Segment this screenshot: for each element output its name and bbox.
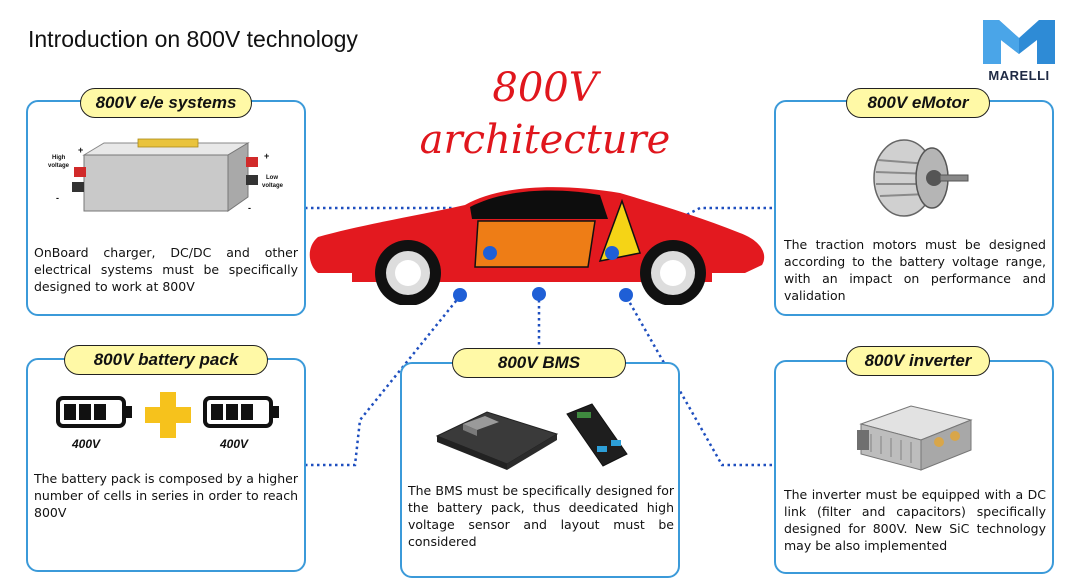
battery-left-icon [56,396,132,428]
box-bms: The BMS must be specifically designed fo… [400,362,680,578]
inverter-title: 800V inverter [846,346,990,376]
bms-description: The BMS must be specifically designed fo… [408,483,674,549]
minus-sign-left: - [56,193,59,203]
marelli-logo: MARELLI [975,14,1063,84]
bms-board-large-icon [435,411,559,470]
battery-pack-icon: 400V 400V [56,392,279,451]
minus-sign-right: - [248,203,251,213]
marelli-logo-text: MARELLI [988,68,1050,83]
point-battery [453,288,467,302]
battery-left-label: 400V [71,437,101,451]
car-windshield [470,190,608,219]
marelli-logo-mark-icon [983,20,1055,64]
emotor-description: The traction motors must be designed acc… [784,237,1046,303]
box-ee-systems: High voltage Low voltage + + - - OnBoard… [26,100,306,316]
high-voltage-label-1: High [52,155,66,161]
high-voltage-label-2: voltage [48,163,70,169]
bms-title: 800V BMS [452,348,626,378]
electrical-box-icon: High voltage Low voltage + + - - [48,138,284,213]
low-voltage-label-1: Low [266,175,278,181]
car-cabin [474,220,596,268]
car-front-wheel [375,240,441,305]
plus-sign-right: + [264,151,269,161]
architecture-line-1: 800V [492,65,598,111]
point-inverter [619,288,633,302]
battery-right-label: 400V [219,437,249,451]
battery-pack-title: 800V battery pack [64,345,268,375]
battery-pack-description: The battery pack is composed by a higher… [34,471,298,520]
emotor-icon [873,139,969,217]
ee-systems-title: 800V e/e systems [80,88,252,118]
car-floor [352,272,712,282]
car-engine-bay [598,198,641,262]
car-rear-wheel [640,240,706,305]
car-illustration [309,187,765,305]
plus-icon [145,392,191,438]
box-inverter: The inverter must be equipped with a DC … [774,360,1054,574]
page-title: Introduction on 800V technology [28,26,358,52]
plus-sign-left: + [78,145,83,155]
inverter-description: The inverter must be equipped with a DC … [784,487,1046,553]
point-ee [483,246,497,260]
architecture-line-2: architecture [419,117,671,163]
point-bms [532,287,546,301]
inverter-icon [857,405,973,471]
emotor-title: 800V eMotor [846,88,990,118]
car-connection-points [453,246,633,302]
point-emotor [605,246,619,260]
bms-boards-icon [435,403,628,470]
bms-board-small-icon [566,403,628,467]
battery-right-icon [203,396,279,428]
box-battery-pack: 400V 400V The battery pack is composed b… [26,358,306,572]
architecture-heading: 800V architecture [400,62,690,166]
box-emotor: The traction motors must be designed acc… [774,100,1054,316]
low-voltage-label-2: voltage [262,183,284,189]
ee-systems-description: OnBoard charger, DC/DC and other electri… [34,245,298,294]
